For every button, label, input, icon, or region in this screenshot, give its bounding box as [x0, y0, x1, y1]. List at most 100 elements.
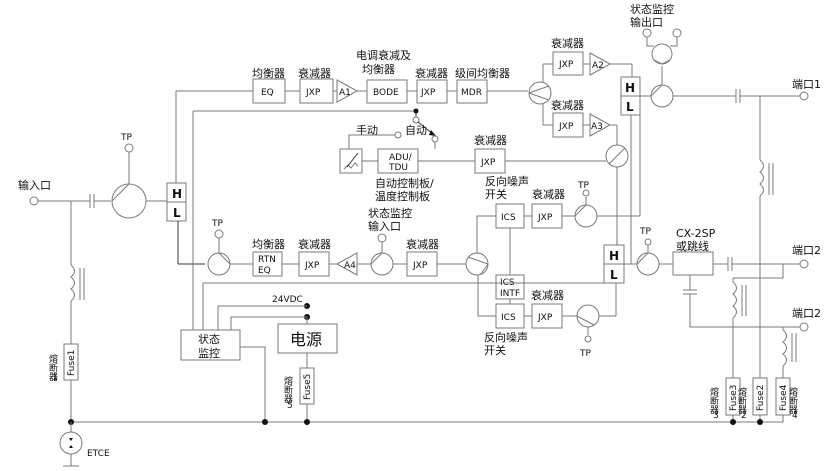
switch-auto-contact[interactable] [431, 135, 439, 143]
svg-text:EQ: EQ [261, 88, 274, 98]
tp-ics-top-coupler-icon [574, 204, 598, 228]
status-output-port-a [642, 28, 652, 38]
port1-capacitor-icon [735, 89, 741, 103]
tp-output2-coupler-icon [636, 252, 660, 276]
input-port [29, 196, 39, 206]
tp-output2 [644, 238, 652, 246]
svg-text:JXP: JXP [305, 88, 321, 98]
svg-text:BODE: BODE [373, 88, 399, 98]
svg-text:L: L [610, 268, 618, 282]
jxp-ics-bottom [531, 303, 563, 329]
svg-text:JXP: JXP [537, 213, 553, 223]
svg-text:JXP: JXP [558, 60, 574, 70]
svg-text:5: 5 [287, 401, 293, 411]
svg-text:级间均衡器: 级间均衡器 [455, 67, 510, 80]
adu-tdu-box [377, 148, 419, 174]
svg-text:状态监控: 状态监控 [630, 2, 674, 16]
svg-text:A2: A2 [592, 61, 604, 71]
svg-text:RTN: RTN [258, 255, 276, 265]
svg-text:温度控制板: 温度控制板 [375, 189, 430, 203]
switch-common[interactable] [412, 116, 420, 124]
output-coupler-icon [650, 84, 674, 108]
inductor-icon [70, 264, 85, 302]
svg-text:A1: A1 [339, 88, 351, 98]
power-supply-box [277, 323, 338, 354]
svg-text:衰减器: 衰减器 [298, 237, 331, 251]
jxp-return-1 [298, 251, 330, 277]
jxp-att4 [552, 112, 584, 138]
svg-text:Fuse5: Fuse5 [303, 374, 313, 400]
svg-text:反向噪声: 反向噪声 [484, 330, 528, 344]
svg-text:ICS: ICS [501, 213, 516, 223]
port2b-inductor-icon [782, 329, 797, 367]
ics-intf-box [495, 274, 525, 300]
svg-text:L: L [626, 100, 634, 114]
svg-text:监控: 监控 [198, 346, 220, 360]
tp-input [124, 143, 134, 153]
cx-2sp-jumper-box [672, 251, 714, 276]
status-input-port [377, 233, 387, 243]
svg-text:衰减器: 衰减器 [531, 288, 564, 302]
svg-text:TP: TP [211, 219, 223, 229]
manual-attenuator-icon [339, 148, 363, 174]
port1 [799, 91, 809, 101]
svg-text:输出口: 输出口 [630, 15, 663, 29]
port2-capacitor-icon [727, 257, 733, 271]
svg-text:A4: A4 [344, 261, 356, 271]
jxp-att1 [299, 78, 334, 104]
input-amplifier-icon [111, 183, 147, 219]
svg-text:2: 2 [741, 411, 747, 421]
svg-text:3: 3 [713, 411, 719, 421]
tp-ics-bottom [584, 335, 592, 343]
jxp-return-2 [406, 251, 438, 277]
svg-text:衰减器: 衰减器 [474, 133, 507, 147]
svg-text:或跳线: 或跳线 [676, 239, 709, 253]
svg-text:开关: 开关 [484, 343, 506, 357]
diplexer-output-2: H L [603, 244, 625, 284]
switch-manual-contact[interactable] [394, 131, 402, 139]
port1-inductor-icon [759, 159, 774, 197]
svg-text:输入口: 输入口 [368, 219, 401, 233]
svg-text:衰减器: 衰减器 [551, 98, 584, 112]
tp-ics-bottom-coupler-icon [576, 304, 600, 328]
svg-text:H: H [172, 187, 182, 201]
svg-text:INTF: INTF [500, 289, 520, 299]
svg-text:自动控制板/: 自动控制板/ [375, 176, 434, 190]
svg-text:EQ: EQ [258, 266, 271, 276]
svg-text:H: H [609, 249, 619, 263]
port2a [799, 259, 809, 269]
svg-text:TP: TP [577, 181, 589, 191]
input-port-label: 输入口 [18, 178, 51, 192]
tp-return [214, 229, 224, 239]
tp-return-coupler-icon [207, 252, 231, 276]
svg-text:衰减器: 衰减器 [406, 237, 439, 251]
svg-text:TP: TP [639, 227, 651, 237]
rtn-eq-box [252, 251, 283, 277]
fuse1-label: 熔断器 [47, 353, 58, 381]
splitter-icon [528, 81, 552, 105]
svg-text:JXP: JXP [558, 122, 574, 132]
bypass-capacitor-icon [683, 289, 697, 295]
svg-text:熔断器: 熔断器 [282, 375, 293, 403]
tp-ics-top [582, 189, 590, 197]
return-combiner-icon [465, 252, 489, 276]
input-capacitor-icon [89, 194, 95, 208]
svg-text:均衡器: 均衡器 [252, 238, 285, 251]
svg-text:衰减器: 衰减器 [532, 187, 565, 201]
svg-text:开关: 开关 [485, 187, 507, 201]
port2-inductor-icon [732, 281, 747, 319]
etce-icon [59, 431, 83, 455]
svg-text:手动: 手动 [356, 123, 378, 137]
svg-text:L: L [173, 206, 181, 220]
svg-text:JXP: JXP [537, 313, 553, 323]
svg-text:MDR: MDR [461, 88, 482, 98]
tp-input-label: TP [120, 133, 132, 143]
svg-text:熔断器: 熔断器 [708, 386, 719, 414]
svg-text:状态监控: 状态监控 [368, 206, 412, 220]
diplexer-input: H L [166, 182, 187, 222]
amplifier-a1-icon [336, 79, 359, 103]
svg-text:JXP: JXP [304, 261, 320, 271]
amplifier-a2-icon [589, 52, 612, 76]
junction-dot [413, 108, 419, 114]
svg-text:自动: 自动 [405, 124, 427, 137]
